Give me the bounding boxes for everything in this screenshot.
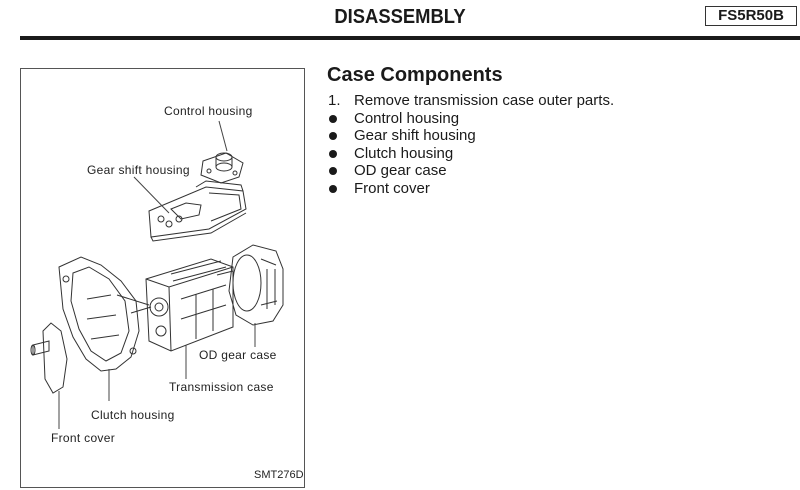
label-control-housing: Control housing xyxy=(164,104,253,118)
bullet-item: Control housing xyxy=(328,110,614,128)
bullet-text: Control housing xyxy=(354,109,460,127)
gear-shift-housing-part xyxy=(148,180,247,242)
figure-id: SMT276D xyxy=(254,469,304,481)
leader-lines xyxy=(58,120,256,429)
bullet-icon xyxy=(329,149,337,158)
bullet-item: Front cover xyxy=(328,180,614,198)
bullet-text: OD gear case xyxy=(354,162,447,179)
label-transmission-case: Transmission case xyxy=(169,380,274,394)
step-text: Remove transmission case outer parts. xyxy=(354,92,615,109)
bullet-icon xyxy=(329,114,337,123)
bullet-text: Front cover xyxy=(354,179,430,197)
bullet-icon xyxy=(329,132,337,140)
procedure-steps: 1. Remove transmission case outer parts.… xyxy=(328,92,614,197)
model-code-badge: FS5R50B xyxy=(705,6,797,26)
label-od-gear-case: OD gear case xyxy=(199,348,277,362)
bullet-icon xyxy=(329,167,337,175)
header-rule xyxy=(20,36,800,40)
bullet-text: Clutch housing xyxy=(354,144,454,162)
front-cover-part xyxy=(30,322,68,394)
section-title: Case Components xyxy=(327,64,503,86)
bullet-item: Clutch housing xyxy=(328,145,614,163)
exploded-diagram-figure: Control housing Gear shift housing OD ge… xyxy=(20,68,305,488)
control-housing-part xyxy=(200,152,244,184)
step-number: 1. xyxy=(328,92,341,109)
bullet-item: Gear shift housing xyxy=(328,127,614,145)
transmission-case-part xyxy=(130,258,234,352)
od-gear-case-part xyxy=(216,244,284,326)
step-1: 1. Remove transmission case outer parts. xyxy=(328,92,614,110)
bullet-icon xyxy=(329,184,337,193)
page-title: DISASSEMBLY xyxy=(334,6,466,28)
label-clutch-housing: Clutch housing xyxy=(91,408,175,422)
bullet-text: Gear shift housing xyxy=(354,127,476,144)
label-gear-shift-housing: Gear shift housing xyxy=(87,163,190,177)
transmission-exploded-illustration xyxy=(30,120,284,429)
label-front-cover: Front cover xyxy=(51,431,115,445)
clutch-housing-part xyxy=(58,256,150,372)
bullet-item: OD gear case xyxy=(328,162,614,180)
